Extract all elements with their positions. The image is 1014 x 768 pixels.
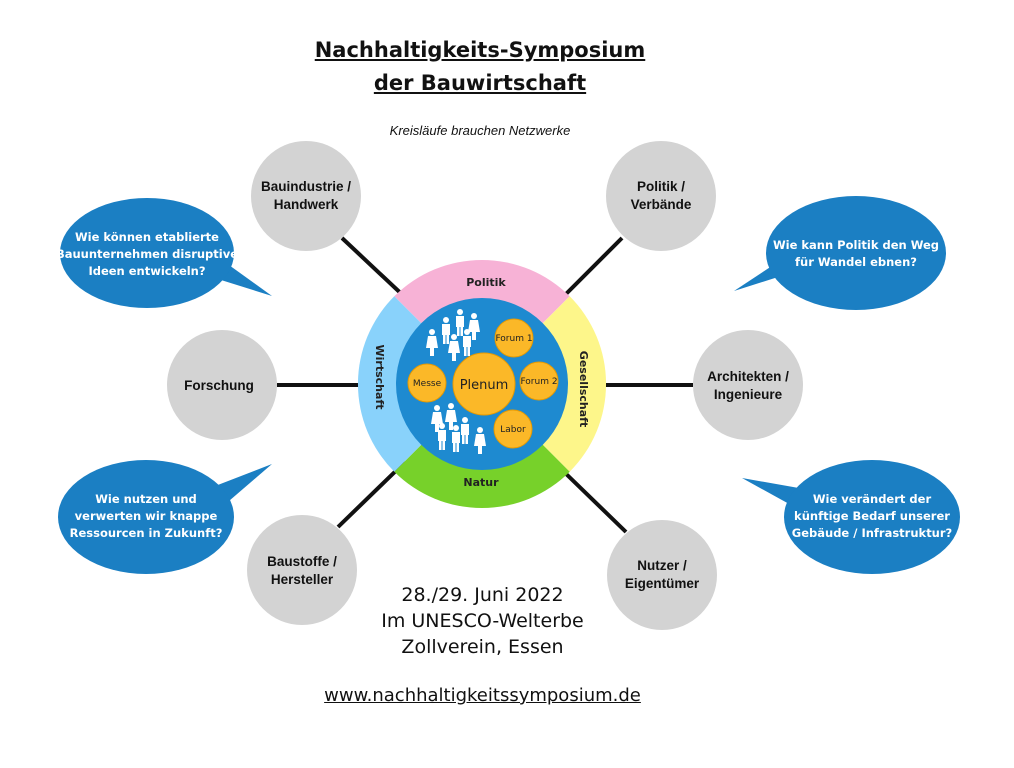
bubble-bottom-left-line-1: Wie nutzen und: [95, 492, 197, 506]
ring-label-bottom: Natur: [463, 476, 499, 489]
forum1-label: Forum 1: [495, 334, 532, 344]
connector-lines: [277, 236, 693, 534]
line-baustoffe: [336, 460, 407, 529]
forum2-circle: [519, 361, 559, 401]
event-date: 28./29. Juni 2022: [401, 584, 564, 606]
node-politik-line-1: Politik /: [637, 179, 685, 194]
event-venue: Im UNESCO-Welterbe: [381, 610, 584, 632]
bubble-bottom-right-line-1: Wie verändert der: [813, 492, 932, 506]
node-architekten-line-2: Ingenieure: [714, 387, 783, 402]
bubble-bottom-right-line-3: Gebäude / Infrastruktur?: [792, 526, 952, 540]
bubble-top-left-line-1: Wie können etablierte: [75, 230, 219, 244]
node-forschung: Forschung: [167, 330, 277, 440]
center-ring: Politik Natur Wirtschaft Gesellschaft Pl…: [357, 259, 607, 509]
website-link[interactable]: www.nachhaltigkeitssymposium.de: [324, 685, 641, 706]
node-politik: Politik / Verbände: [606, 141, 716, 251]
subtitle: Kreisläufe brauchen Netzwerke: [389, 123, 571, 138]
people-group-top-icon: [426, 309, 480, 361]
messe-label: Messe: [413, 379, 442, 389]
messe-circle: [407, 363, 447, 403]
bubble-top-right-line-1: Wie kann Politik den Weg: [773, 238, 939, 252]
people-group-bottom-icon: [431, 403, 486, 454]
bubble-bottom-right: Wie verändert der künftige Bedarf unsere…: [742, 460, 960, 574]
plenum-circle: [452, 352, 516, 416]
node-nutzer: Nutzer / Eigentümer: [607, 520, 717, 630]
bubble-bottom-right-line-2: künftige Bedarf unserer: [794, 509, 950, 523]
node-nutzer-line-2: Eigentümer: [625, 576, 700, 591]
node-baustoffe-line-2: Hersteller: [271, 572, 334, 587]
node-baustoffe: Baustoffe / Hersteller: [247, 515, 357, 625]
ring-label-right: Gesellschaft: [577, 351, 590, 427]
title-line-1: Nachhaltigkeits-Symposium: [314, 38, 646, 62]
line-politik: [558, 236, 624, 302]
bubble-top-left: Wie können etablierte Bauunternehmen dis…: [56, 198, 272, 308]
node-bauindustrie-line-2: Handwerk: [274, 197, 339, 212]
plenum-label: Plenum: [460, 378, 509, 393]
node-baustoffe-line-1: Baustoffe /: [267, 554, 337, 569]
node-forschung-line-1: Forschung: [184, 378, 254, 393]
bubble-top-right-line-2: für Wandel ebnen?: [795, 255, 917, 269]
node-architekten: Architekten / Ingenieure: [693, 330, 803, 440]
node-politik-line-2: Verbände: [631, 197, 692, 212]
bubble-bottom-left: Wie nutzen und verwerten wir knappe Ress…: [58, 460, 272, 574]
bubble-bottom-left-line-3: Ressourcen in Zukunft?: [70, 526, 223, 540]
ring-label-top: Politik: [466, 276, 506, 289]
node-architekten-line-1: Architekten /: [707, 369, 789, 384]
line-bauindustrie: [340, 236, 410, 302]
bubble-top-left-line-3: Ideen entwickeln?: [88, 264, 205, 278]
line-nutzer: [558, 466, 628, 534]
labor-circle: [493, 409, 533, 449]
bubble-top-left-line-2: Bauunternehmen disruptive: [56, 247, 238, 261]
ring-label-left: Wirtschaft: [373, 345, 386, 410]
title-line-2: der Bauwirtschaft: [373, 71, 587, 95]
forum1-circle: [494, 318, 534, 358]
labor-label: Labor: [500, 425, 526, 435]
node-bauindustrie-line-1: Bauindustrie /: [261, 179, 351, 194]
bubble-top-right: Wie kann Politik den Weg für Wandel ebne…: [734, 196, 946, 310]
bubble-bottom-left-line-2: verwerten wir knappe: [75, 509, 218, 523]
forum2-label: Forum 2: [520, 377, 557, 387]
event-location: Zollverein, Essen: [401, 636, 564, 658]
node-nutzer-line-1: Nutzer /: [637, 558, 687, 573]
node-bauindustrie: Bauindustrie / Handwerk: [251, 141, 361, 251]
